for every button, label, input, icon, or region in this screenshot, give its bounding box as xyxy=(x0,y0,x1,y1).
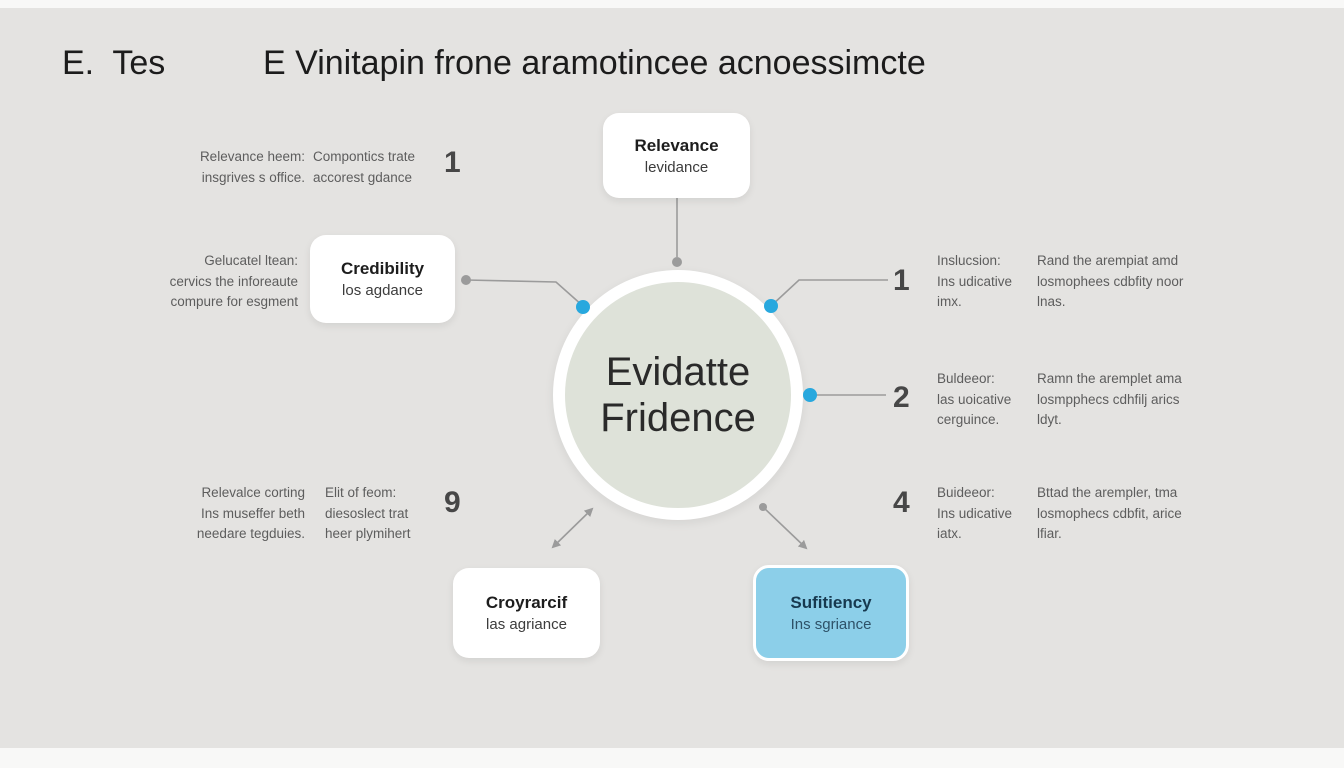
item-right2-number: 2 xyxy=(893,381,910,414)
text-line: Gelucatel ltean: xyxy=(204,253,298,268)
text-line: Ins udicative xyxy=(937,273,1013,289)
page-title-main: E Vinitapin frone aramotincee acnoessimc… xyxy=(263,44,926,82)
node-relevance-subtitle: levidance xyxy=(644,158,709,176)
credibility-note: Gelucatel ltean: cervics the inforeaute … xyxy=(148,251,298,313)
text-line: diesoslect trat xyxy=(325,505,409,521)
item-bottomleft-number: 9 xyxy=(444,486,461,519)
arrow-to-croyrarcif xyxy=(551,507,594,549)
node-credibility: Credibility los agdance xyxy=(310,235,455,323)
item-topleft-col2: Compontics trate accorest gdance xyxy=(313,147,433,188)
page-title-prefix: E. Tes xyxy=(62,44,166,82)
gray-dot-top xyxy=(672,257,682,267)
text-line: losmpphecs cdhfilj arics xyxy=(1037,391,1180,407)
arrow-to-sufitiency xyxy=(762,506,808,550)
connector-credibility xyxy=(465,279,584,307)
node-relevance-title: Relevance xyxy=(634,135,719,155)
text-line: ldyt. xyxy=(1037,412,1062,427)
text-line: iatx. xyxy=(937,526,962,541)
text-line: Compontics trate xyxy=(313,149,416,164)
item-topleft-col1: Relevance heem: insgrives s office. xyxy=(168,147,305,188)
item-right4-col1: Buideeor: Ins udicative iatx. xyxy=(937,483,1032,545)
text-line: Ramn the aremplet ama xyxy=(1037,371,1182,386)
item-topleft-number: 1 xyxy=(444,146,461,179)
central-node-line1: Evidatte xyxy=(605,350,751,394)
text-line: Inslucsion: xyxy=(937,253,1001,268)
item-right2-col2: Ramn the aremplet ama losmpphecs cdhfilj… xyxy=(1037,369,1197,431)
node-croyrarcif-title: Croyrarcif xyxy=(485,593,568,612)
text-line: cervics the inforeaute xyxy=(169,273,298,289)
text-line: losmophecs cdbfit, arice xyxy=(1037,505,1182,521)
item-right4-number: 4 xyxy=(893,486,910,519)
text-line: lnas. xyxy=(1037,294,1066,309)
blue-dot-left xyxy=(576,300,590,314)
text-line: Rand the arempiat amd xyxy=(1037,253,1179,268)
bottom-margin-strip xyxy=(0,748,1344,768)
item-right1-col2: Rand the arempiat amd losmophees cdbfity… xyxy=(1037,251,1197,313)
node-croyrarcif-subtitle: las agriance xyxy=(486,616,567,633)
node-sufitiency: Sufitiency Ins sgriance xyxy=(753,565,909,661)
text-line: Buideeor: xyxy=(937,485,995,500)
text-line: needare tegduies. xyxy=(196,526,305,541)
node-relevance: Relevance levidance xyxy=(603,113,750,198)
connector-item-1 xyxy=(770,279,888,307)
text-line: Bttad the arempler, tma xyxy=(1037,485,1178,500)
item-right1-col1: Inslucsion: Ins udicative imx. xyxy=(937,251,1032,313)
text-line: Relevance heem: xyxy=(199,149,305,164)
text-line: Buldeeor: xyxy=(937,371,995,386)
item-right4-col2: Bttad the arempler, tma losmophecs cdbfi… xyxy=(1037,483,1197,545)
text-line: Ins udicative xyxy=(937,505,1013,521)
node-sufitiency-title: Sufitiency xyxy=(790,593,872,612)
text-line: Relevalce corting xyxy=(201,485,305,500)
node-sufitiency-subtitle: Ins sgriance xyxy=(790,616,872,633)
blue-dot-right xyxy=(803,388,817,402)
text-line: heer plymihert xyxy=(325,526,411,541)
text-line: accorest gdance xyxy=(313,169,413,185)
blue-dot-top-right xyxy=(764,299,778,313)
text-line: Elit of feom: xyxy=(325,485,397,500)
central-node-line2: Fridence xyxy=(600,396,756,440)
text-line: imx. xyxy=(937,294,962,309)
text-line: compure for esgment xyxy=(170,294,298,309)
text-line: Ins museffer beth xyxy=(200,505,305,521)
node-credibility-title: Credibility xyxy=(340,259,425,278)
top-margin-strip xyxy=(0,0,1344,8)
node-credibility-subtitle: los agdance xyxy=(342,282,423,299)
text-line: cerguince. xyxy=(937,412,1000,427)
text-line: lfiar. xyxy=(1037,526,1062,541)
item-bottomleft-col2: Elit of feom: diesoslect trat heer plymi… xyxy=(325,483,440,545)
text-line: losmophees cdbfity noor xyxy=(1037,273,1184,289)
node-croyrarcif: Croyrarcif las agriance xyxy=(453,568,600,658)
text-line: las uoicative xyxy=(937,391,1012,407)
text-line: insgrives s office. xyxy=(201,169,305,185)
item-right1-number: 1 xyxy=(893,264,910,297)
item-bottomleft-col1: Relevalce corting Ins museffer beth need… xyxy=(175,483,305,545)
item-right2-col1: Buldeeor: las uoicative cerguince. xyxy=(937,369,1032,431)
